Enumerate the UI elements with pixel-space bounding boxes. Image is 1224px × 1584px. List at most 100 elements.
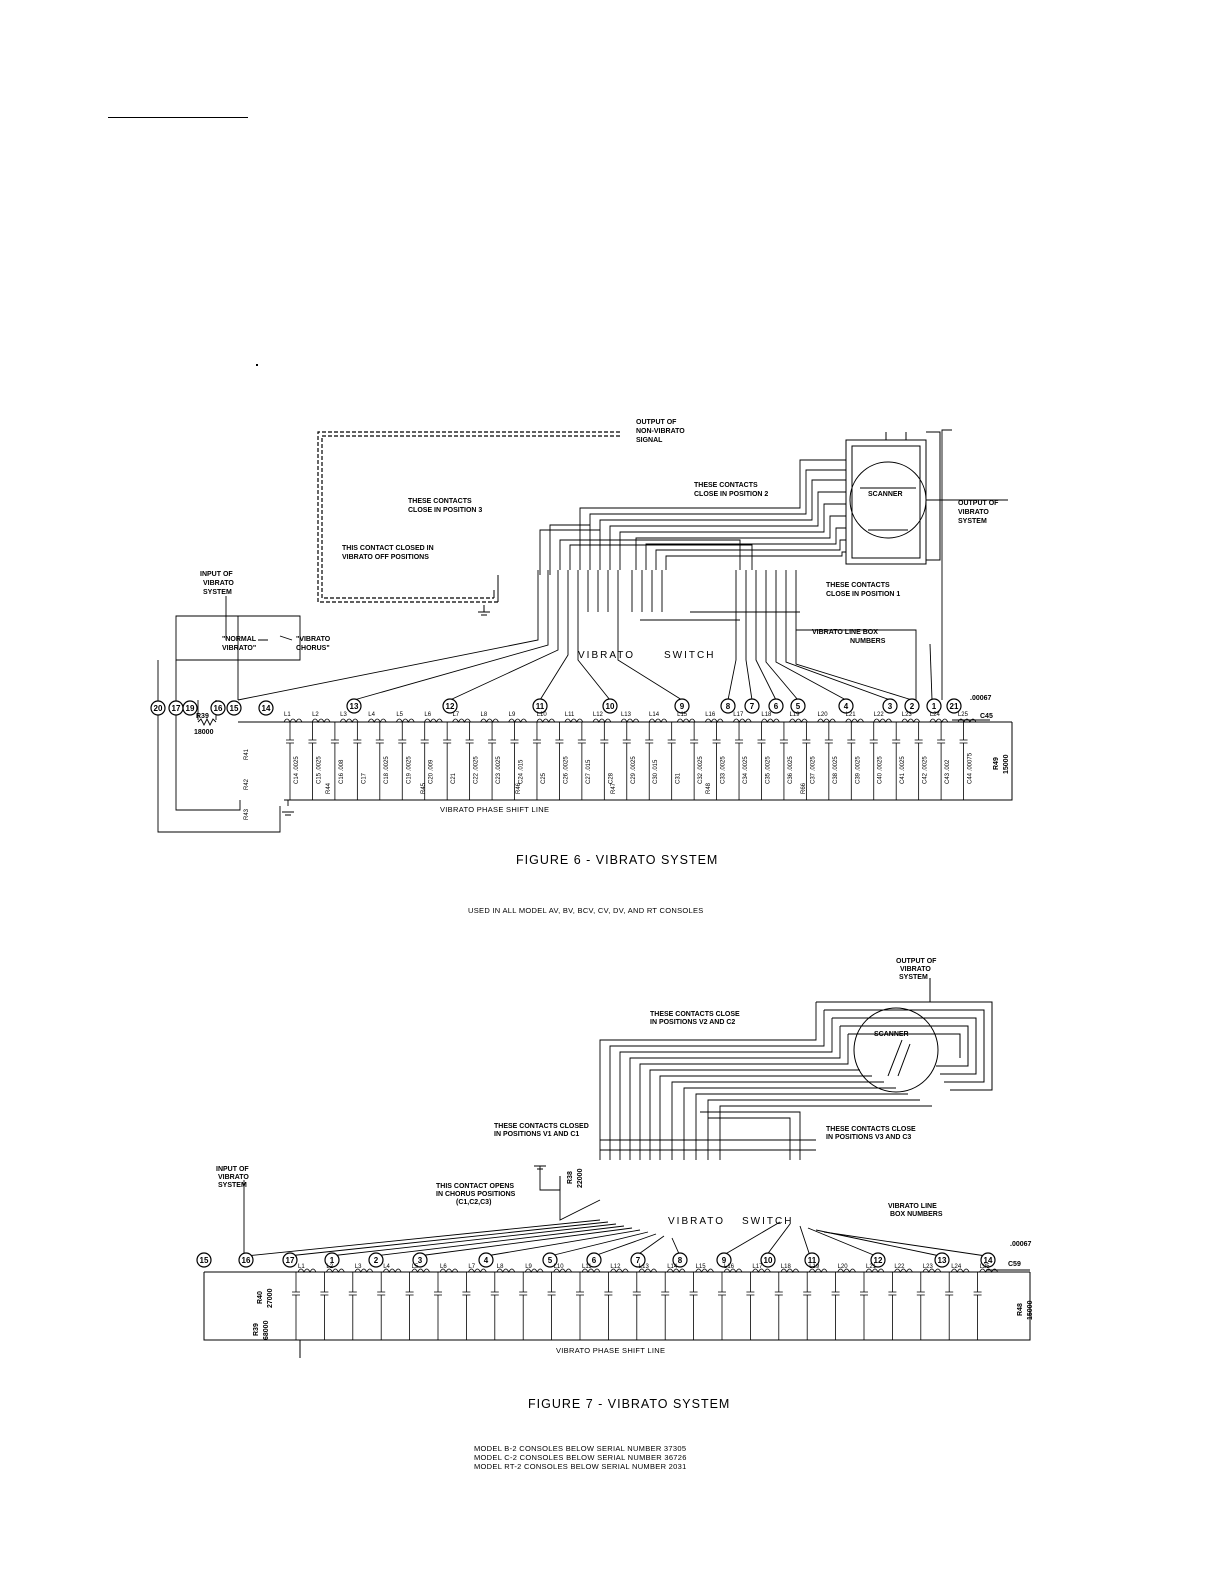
fig7-capacitor-rung bbox=[462, 1272, 471, 1340]
fig7-inductor-coil bbox=[950, 1268, 970, 1273]
terminal-number: 5 bbox=[796, 702, 801, 711]
fig7-terminal: 7 bbox=[630, 1252, 646, 1268]
fig7-chorus-label-1: THIS CONTACT OPENS bbox=[436, 1183, 514, 1190]
fig7-linebox-label-2: BOX NUMBERS bbox=[890, 1211, 943, 1218]
fig6-chorus-label-2: CHORUS" bbox=[296, 645, 330, 652]
fig7-terminal: 6 bbox=[586, 1252, 602, 1268]
fig6-resistor-label: R45 bbox=[421, 782, 427, 794]
fig6-inductor-coil bbox=[817, 718, 836, 723]
fig6-capacitor-rung bbox=[375, 722, 384, 800]
fig6-linebox-label-2: NUMBERS bbox=[850, 638, 886, 645]
fig7-inductor-label: L13 bbox=[639, 1264, 650, 1270]
fig7-inductor-coil bbox=[808, 1268, 828, 1273]
fig7-inductor-coil bbox=[354, 1268, 374, 1273]
fig7-inductor-coil bbox=[894, 1268, 913, 1273]
fig6-terminal: 5 bbox=[790, 698, 806, 714]
fig7-chorus-label-3: (C1,C2,C3) bbox=[456, 1199, 491, 1206]
fig6-resistor-label: R42 bbox=[244, 778, 250, 790]
fig6-inductor-label: L12 bbox=[593, 712, 604, 718]
terminal-number: 9 bbox=[680, 702, 685, 711]
fig7-capacitor-rung bbox=[718, 1272, 726, 1340]
fig6-capacitor-rung bbox=[577, 722, 586, 800]
fig7-r40-value: 27000 bbox=[267, 1288, 274, 1308]
terminal-number: 8 bbox=[678, 1256, 683, 1265]
terminal-number: 6 bbox=[774, 702, 779, 711]
terminal-number: 15 bbox=[200, 1256, 209, 1265]
terminal-number: 16 bbox=[242, 1256, 251, 1265]
fig6-title: FIGURE 6 - VIBRATO SYSTEM bbox=[516, 853, 718, 867]
fig7-inductor-coil bbox=[610, 1268, 629, 1273]
fig6-annotations: OUTPUT OF NON-VIBRATO SIGNAL THESE CONTA… bbox=[194, 419, 1010, 814]
fig6-phase-line-label: VIBRATO PHASE SHIFT LINE bbox=[440, 805, 549, 814]
fig7-inductor-coil bbox=[695, 1268, 714, 1273]
terminal-circle bbox=[412, 1252, 428, 1268]
fig6-c45-label: C45 bbox=[980, 713, 993, 720]
fig6-component-label: C20 .009 bbox=[429, 759, 435, 784]
fig7-v1c1-label-2: IN POSITIONS V1 AND C1 bbox=[494, 1131, 579, 1138]
fig7-capacitor-rung bbox=[831, 1272, 840, 1340]
terminal-circle bbox=[282, 1252, 298, 1268]
terminal-number: 13 bbox=[938, 1256, 947, 1265]
fig7-terminal: 9 bbox=[716, 1252, 732, 1268]
fig6-capacitor-rung bbox=[937, 722, 946, 800]
fig6-component-label: C17 bbox=[361, 772, 367, 784]
fig7-v2c2-label-1: THESE CONTACTS CLOSE bbox=[650, 1011, 740, 1018]
fig7-r48-label: R48 bbox=[1017, 1303, 1024, 1316]
fig7-terminal: 4 bbox=[478, 1252, 494, 1268]
fig6-inductor-coil bbox=[901, 718, 921, 723]
fig6-capacitor-rung bbox=[488, 722, 497, 800]
fig6-inductor-label: L11 bbox=[565, 712, 575, 718]
terminal-number: 4 bbox=[844, 702, 849, 711]
fig6-capacitor-rung bbox=[555, 722, 564, 800]
fig6-component-label: C23 .0025 bbox=[496, 756, 502, 784]
terminal-circle bbox=[882, 698, 898, 714]
fig6-inductor-coil bbox=[676, 718, 696, 723]
fig7-switch-bus bbox=[599, 1002, 932, 1160]
terminal-number: 21 bbox=[950, 702, 959, 711]
fig6-terminal: 2 bbox=[904, 698, 920, 714]
fig7-r38-label: R38 bbox=[567, 1171, 574, 1184]
fig7-ladder-rungs bbox=[292, 1268, 998, 1340]
fig6-capacitor-rung bbox=[398, 722, 407, 800]
fig7-phase-shift-line bbox=[203, 1269, 1031, 1358]
terminal-circle bbox=[630, 1252, 646, 1268]
fig6-inductor-label: L10 bbox=[537, 712, 548, 718]
fig6-output-nonvib-3: SIGNAL bbox=[636, 437, 663, 444]
fig6-inductor-label: L20 bbox=[818, 712, 829, 718]
fig6-component-label: C41 .0025 bbox=[900, 756, 906, 784]
fig7-capacitor-rung bbox=[348, 1272, 357, 1340]
terminal-number: 4 bbox=[484, 1256, 489, 1265]
fig6-component-label: C26 .0025 bbox=[563, 756, 569, 784]
fig6-pos2-label-2: CLOSE IN POSITION 2 bbox=[694, 491, 768, 498]
terminal-number: 16 bbox=[214, 704, 223, 713]
terminal-number: 5 bbox=[548, 1256, 553, 1265]
fig6-capacitor-rung bbox=[353, 722, 362, 800]
fig7-inductor-label: L4 bbox=[383, 1264, 390, 1270]
fig6-capacitor-rung bbox=[824, 722, 833, 800]
fig6-inductor-coil bbox=[929, 718, 949, 723]
fig7-inductor-coil bbox=[524, 1268, 544, 1273]
fig7-inductor-coil bbox=[326, 1268, 345, 1273]
fig7-inductor-label: L25 bbox=[980, 1264, 991, 1270]
fig6-inductor-label: L2 bbox=[312, 712, 319, 718]
fig6-resistor-label: R44 bbox=[326, 782, 332, 794]
fig7-inductor-coil bbox=[865, 1268, 885, 1273]
fig6-inductor-label: L23 bbox=[902, 712, 913, 718]
fig6-r39-value: 18000 bbox=[194, 729, 214, 736]
fig6-inductor-label: L8 bbox=[481, 712, 488, 718]
fig7-capacitor-rung bbox=[604, 1272, 613, 1340]
fig7-terminal: 8 bbox=[672, 1252, 688, 1268]
fig6-output-vib-1: OUTPUT OF bbox=[958, 500, 999, 507]
fig6-inductor-coil bbox=[339, 718, 359, 723]
fig7-r48-value: 15000 bbox=[1027, 1300, 1034, 1320]
fig6-terminal: 4 bbox=[838, 698, 854, 714]
fig6-inductor-label: L18 bbox=[761, 712, 772, 718]
fig6-terminal: 13 bbox=[346, 698, 362, 714]
terminal-circle bbox=[478, 1252, 494, 1268]
fig6-inductor-coil bbox=[592, 718, 612, 723]
fig6-component-label: C16 .008 bbox=[339, 759, 345, 784]
terminal-circle bbox=[196, 1252, 212, 1268]
terminal-number: 6 bbox=[592, 1256, 597, 1265]
fig6-inductor-coil bbox=[873, 718, 893, 723]
